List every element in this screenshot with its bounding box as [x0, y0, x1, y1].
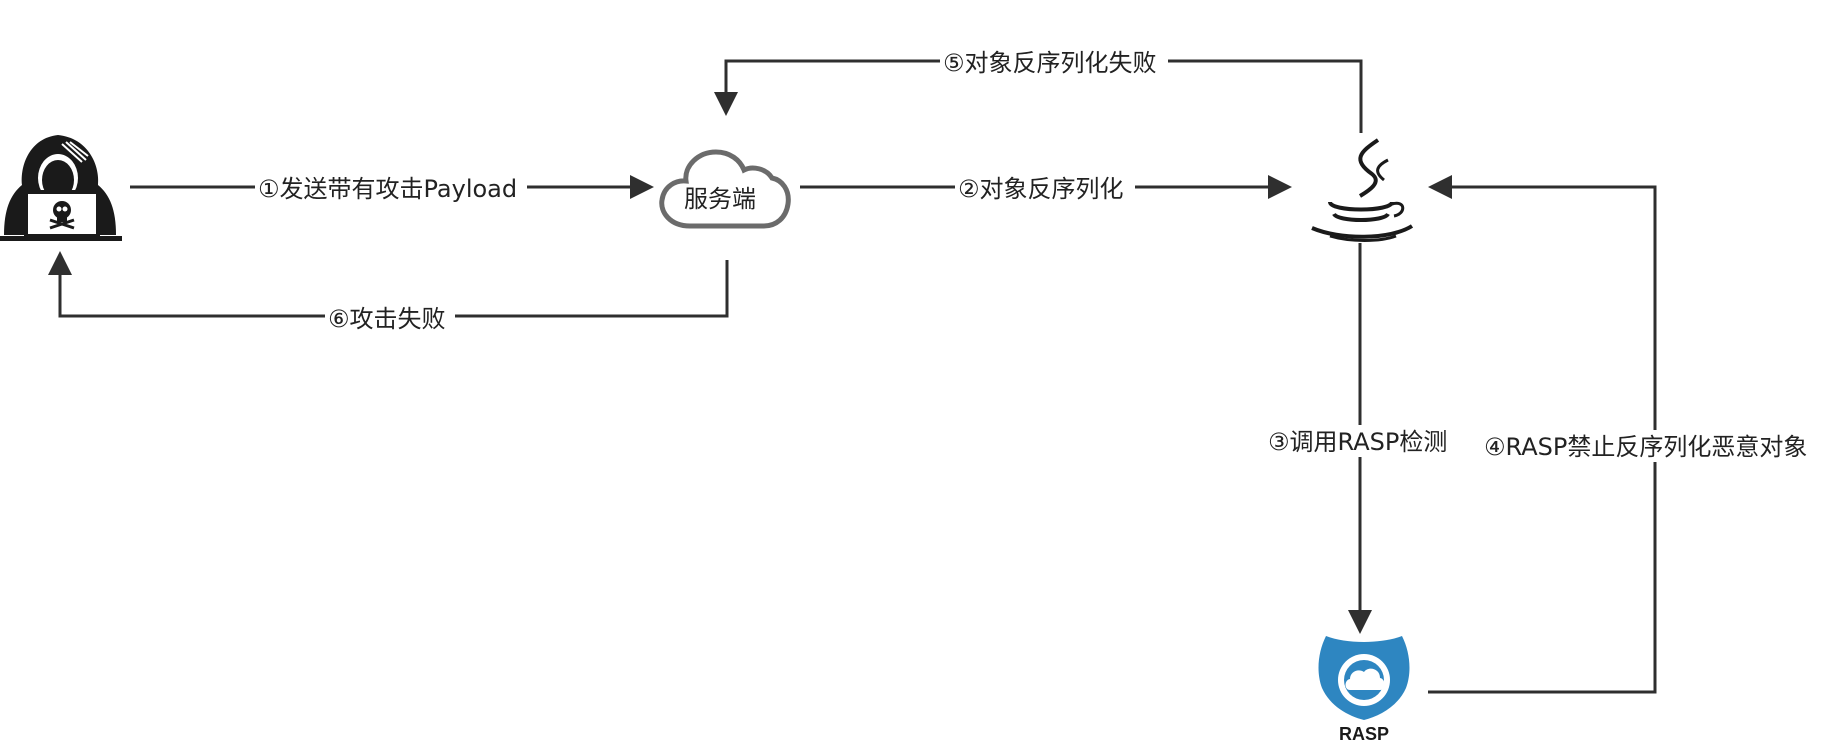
cloud-icon — [659, 149, 791, 229]
edge-step5: ⑤对象反序列化失败 — [714, 46, 1363, 133]
edge-step1: ①发送带有攻击Payload — [130, 172, 654, 204]
rasp-shield-icon — [1318, 636, 1410, 720]
edge-label-step4: ④RASP禁止反序列化恶意对象 — [1484, 433, 1807, 461]
rasp-label: RASP — [1339, 724, 1389, 744]
edge-label-step1: ①发送带有攻击Payload — [258, 175, 517, 203]
edge-step6: ⑥攻击失败 — [48, 251, 729, 334]
hacker-laptop-icon — [0, 135, 122, 241]
edge-label-step2: ②对象反序列化 — [958, 175, 1124, 203]
edge-step2: ②对象反序列化 — [800, 172, 1292, 204]
server-node: 服务端 — [659, 149, 791, 229]
java-coffee-icon — [1311, 138, 1414, 242]
edge-label-step3: ③调用RASP检测 — [1268, 428, 1447, 456]
rasp-node: RASP — [1318, 636, 1410, 744]
edge-label-step6: ⑥攻击失败 — [328, 305, 446, 333]
server-label: 服务端 — [684, 185, 756, 213]
edge-step4: ④RASP禁止反序列化恶意对象 — [1428, 175, 1827, 694]
edge-step3: ③调用RASP检测 — [1265, 243, 1462, 634]
edge-label-step5: ⑤对象反序列化失败 — [943, 49, 1157, 77]
